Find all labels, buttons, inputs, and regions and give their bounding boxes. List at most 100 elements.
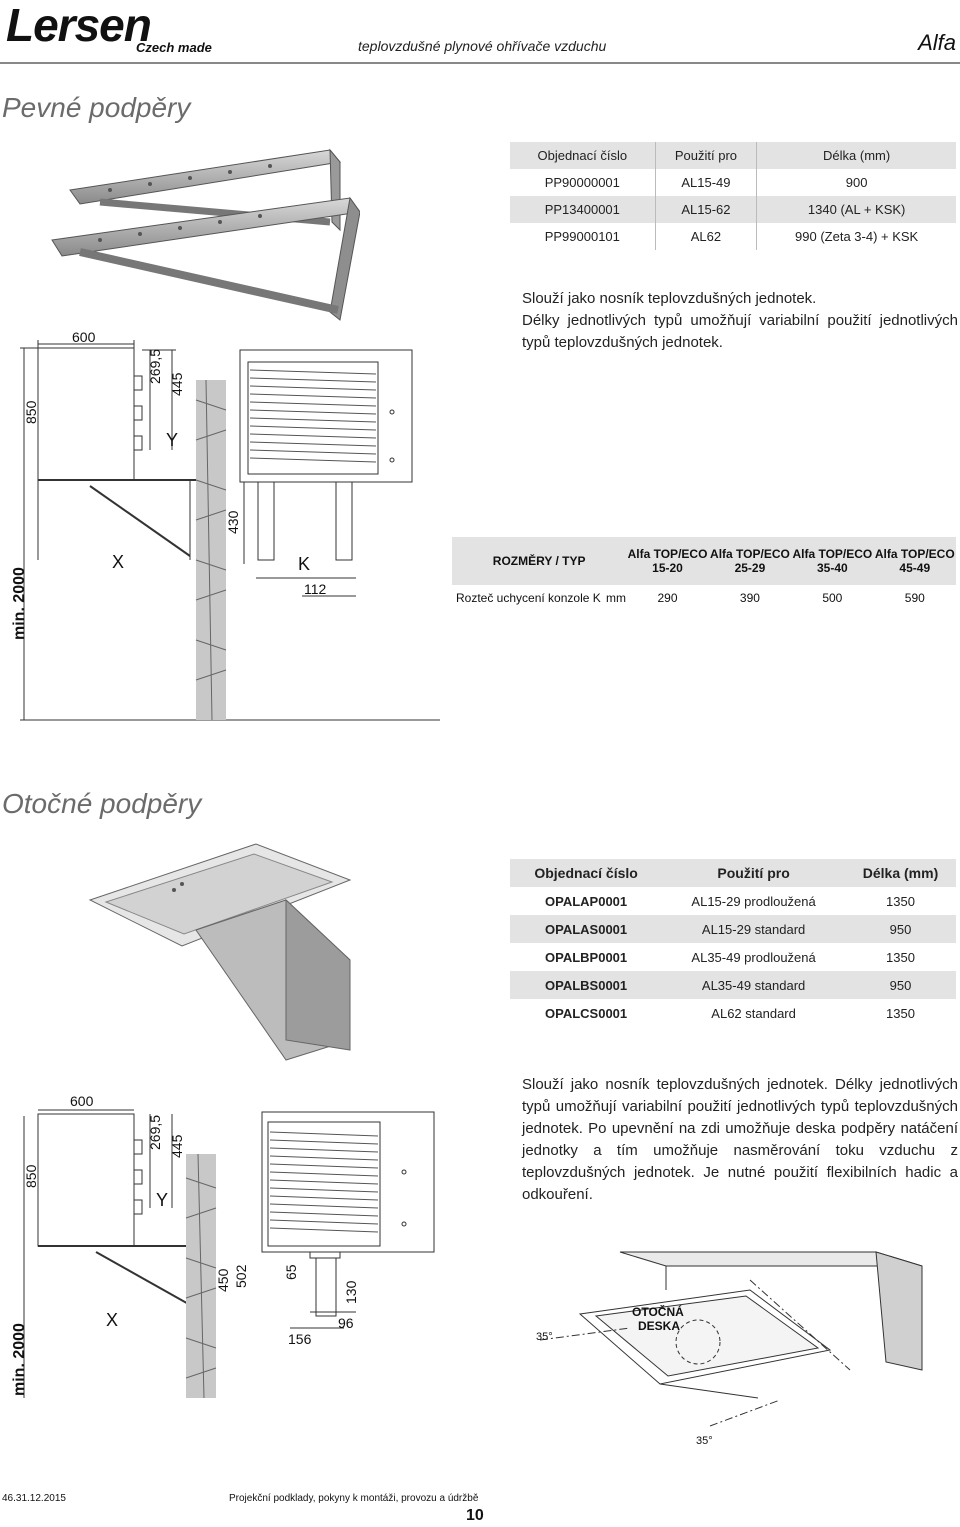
table-cell: 950: [845, 915, 956, 943]
dim-96: 96: [338, 1315, 354, 1331]
table-cell: AL35-49 standard: [662, 971, 845, 999]
fixed-description: Slouží jako nosník teplovzdušných jednot…: [522, 288, 958, 354]
dim-130: 130: [343, 1280, 359, 1304]
dim-156: 156: [288, 1331, 312, 1347]
logo-subtitle: Czech made: [136, 40, 212, 55]
table-cell: AL15-62: [654, 196, 757, 223]
table-row: PP90000001 AL15-49 900: [510, 169, 956, 196]
dims-unit: mm: [605, 591, 626, 605]
dim-445: 445: [169, 1134, 185, 1158]
table-cell: 1340 (AL + KSK): [756, 196, 956, 223]
table-header-cell: Použití pro: [654, 142, 757, 169]
table-row: Rozteč uchycení konzole K mm 290 390 500…: [452, 585, 956, 611]
table-cell: AL62 standard: [711, 1005, 796, 1021]
table-cell: PP99000101: [544, 229, 620, 244]
dim-112: 112: [304, 581, 327, 597]
table-row: OPALBS0001 AL35-49 standard 950: [510, 971, 956, 999]
header-tagline: teplovzdušné plynové ohřívače vzduchu: [358, 38, 607, 54]
table-row: OPALAP0001 AL15-29 prodloužená 1350: [510, 887, 956, 915]
label-y: Y: [156, 1190, 168, 1210]
table-header-cell: Délka (mm): [845, 859, 956, 887]
swivel-mounting-drawing: 600 850 269,5 445 Y X 450 502 65 130 156…: [11, 1093, 435, 1399]
table-header-row: Objednací číslo Použití pro Délka (mm): [510, 859, 956, 887]
table-header-cell: Objednací číslo: [510, 859, 663, 887]
dim-min-2000: min. 2000: [11, 567, 28, 640]
dim-430: 430: [225, 510, 241, 534]
product-brand: Alfa: [918, 30, 956, 55]
label-k: K: [298, 554, 310, 574]
table-cell: PP13400001: [510, 196, 656, 223]
dim-502: 502: [233, 1264, 249, 1288]
table-cell: OPALAS0001: [510, 915, 663, 943]
table-cell: 1350: [886, 1005, 915, 1021]
swivel-description: Slouží jako nosník teplovzdušných jednot…: [522, 1076, 958, 1203]
col-line1: Alfa TOP/ECO: [792, 547, 873, 561]
swivel-bracket-image: [88, 843, 352, 1061]
table-cell: PP90000001: [544, 175, 620, 190]
table-header-cell: Objednací číslo: [510, 142, 656, 169]
col-line1: Alfa TOP/ECO: [874, 547, 955, 561]
table-cell: 1350: [886, 949, 915, 965]
fixed-order-table: Objednací číslo Použití pro Délka (mm) P…: [510, 142, 956, 250]
table-cell: AL35-49 prodloužená: [691, 949, 816, 965]
table-header-cell: Použití pro: [662, 859, 845, 887]
table-cell: 990 (Zeta 3-4) + KSK: [756, 223, 956, 250]
fixed-mounting-drawing: 600 850 269,5 445 Y X K 430 112 min. 200…: [11, 329, 440, 721]
table-row: OPALBP0001 AL35-49 prodloužená 1350: [510, 943, 956, 971]
section-title-fixed: Pevné podpěry: [2, 92, 191, 123]
plate-label-line1: OTOČNÁ: [632, 1304, 684, 1319]
table-cell: OPALBS0001: [510, 971, 663, 999]
angle-label-left: 35°: [536, 1331, 553, 1343]
brand-logo: Lersen: [6, 0, 152, 51]
dim-600: 600: [72, 329, 96, 345]
dim-445: 445: [169, 372, 185, 396]
table-cell: OPALCS0001: [545, 1005, 628, 1021]
col-line2: 15-20: [652, 561, 683, 575]
dim-min-2000: min. 2000: [11, 1323, 28, 1396]
angle-label-bottom: 35°: [696, 1435, 713, 1447]
dims-header-label: ROZMĚRY / TYP: [452, 537, 627, 585]
label-x: X: [112, 552, 124, 572]
plate-label-line2: DESKA: [638, 1319, 680, 1333]
table-cell: 1350: [886, 893, 915, 909]
table-cell: 590: [904, 591, 925, 605]
table-row: PP13400001 AL15-62 1340 (AL + KSK): [510, 196, 956, 223]
swivel-order-table: Objednací číslo Použití pro Délka (mm) O…: [510, 859, 956, 1027]
table-row: OPALAS0001 AL15-29 standard 950: [510, 915, 956, 943]
table-row: PP99000101 AL62 990 (Zeta 3-4) + KSK: [510, 223, 956, 250]
dim-600: 600: [70, 1093, 94, 1109]
table-cell: AL62: [654, 223, 757, 250]
col-line2: 35-40: [817, 561, 848, 575]
table-cell: 290: [657, 591, 678, 605]
dims-row-label: Rozteč uchycení konzole K: [456, 591, 601, 605]
dim-65: 65: [283, 1264, 299, 1280]
dim-850: 850: [23, 1164, 39, 1188]
table-cell: AL15-29 prodloužená: [691, 893, 816, 909]
col-line1: Alfa TOP/ECO: [710, 547, 790, 561]
swivel-plate-drawing: OTOČNÁ DESKA 35° 35°: [536, 1251, 923, 1447]
fixed-bracket-image: [51, 148, 360, 321]
table-cell: 500: [822, 591, 843, 605]
header-divider: [0, 62, 960, 64]
dim-269: 269,5: [147, 349, 163, 384]
footer-doc-code: 46.31.12.2015: [2, 1493, 66, 1504]
heater-side-outline: [37, 347, 135, 481]
table-cell: AL15-49: [654, 169, 757, 196]
footer-description: Projekční podklady, pokyny k montáži, pr…: [229, 1493, 479, 1504]
col-line2: 25-29: [734, 561, 766, 575]
label-x: X: [106, 1310, 118, 1330]
dim-269: 269,5: [147, 1115, 163, 1150]
description-line: Slouží jako nosník teplovzdušných jednot…: [522, 290, 817, 307]
table-cell: OPALBP0001: [545, 949, 628, 965]
table-header-row: Objednací číslo Použití pro Délka (mm): [510, 142, 956, 169]
table-cell: 390: [739, 591, 760, 605]
table-cell: AL15-29 standard: [662, 915, 845, 943]
table-row: OPALCS0001 AL62 standard 1350: [510, 999, 956, 1027]
description-line: Délky jednotlivých typů umožňují variabi…: [522, 312, 958, 351]
